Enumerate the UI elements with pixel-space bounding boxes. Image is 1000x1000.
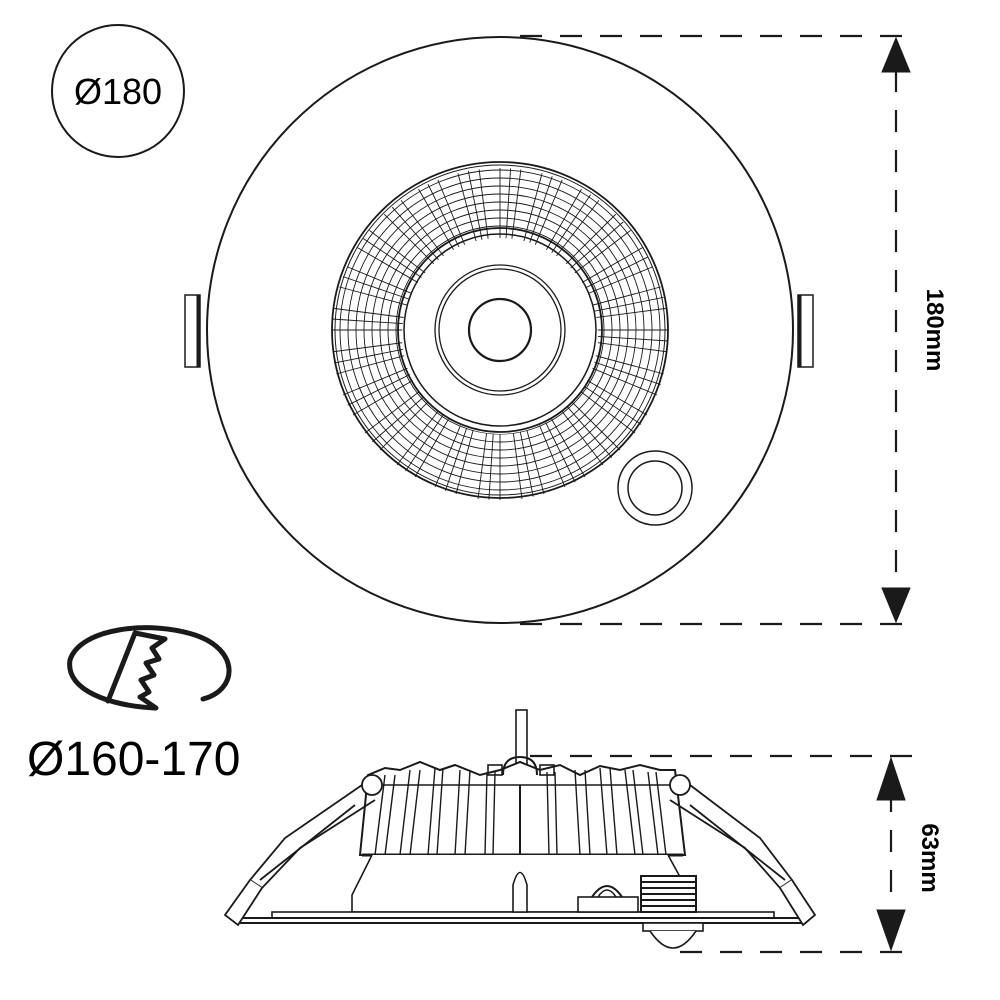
led-center-icon xyxy=(467,297,533,363)
diameter-badge: Ø180 xyxy=(51,24,185,158)
arrow-up-icon xyxy=(881,36,911,73)
spring-clip-right-side xyxy=(669,774,817,927)
diameter-badge-label: Ø180 xyxy=(74,71,162,112)
outer-trim-ring xyxy=(206,36,794,624)
top-view xyxy=(184,36,814,624)
spring-clip-left xyxy=(184,294,201,368)
dimension-63mm xyxy=(530,754,918,954)
dimension-63mm-label: 63mm xyxy=(916,823,943,892)
pir-sensor-dome xyxy=(642,922,704,949)
diameter-circle-icon xyxy=(51,24,185,158)
spring-clip-left-side xyxy=(223,774,383,927)
terminal-clamp xyxy=(577,885,639,913)
cutout-label: Ø160-170 xyxy=(27,733,241,786)
arrow-down-icon xyxy=(881,587,911,624)
arrow-down-icon xyxy=(876,909,906,952)
connector xyxy=(512,871,528,913)
lens-ring xyxy=(434,264,566,396)
arrow-up-icon xyxy=(876,756,906,801)
dimension-180mm xyxy=(520,34,918,626)
cable-gland xyxy=(640,875,697,913)
spring-clip-right xyxy=(797,294,814,368)
sensor-window xyxy=(617,450,693,526)
side-view xyxy=(223,709,817,949)
cutout-saw-icon xyxy=(67,625,232,711)
dimension-180mm-label: 180mm xyxy=(921,289,948,372)
